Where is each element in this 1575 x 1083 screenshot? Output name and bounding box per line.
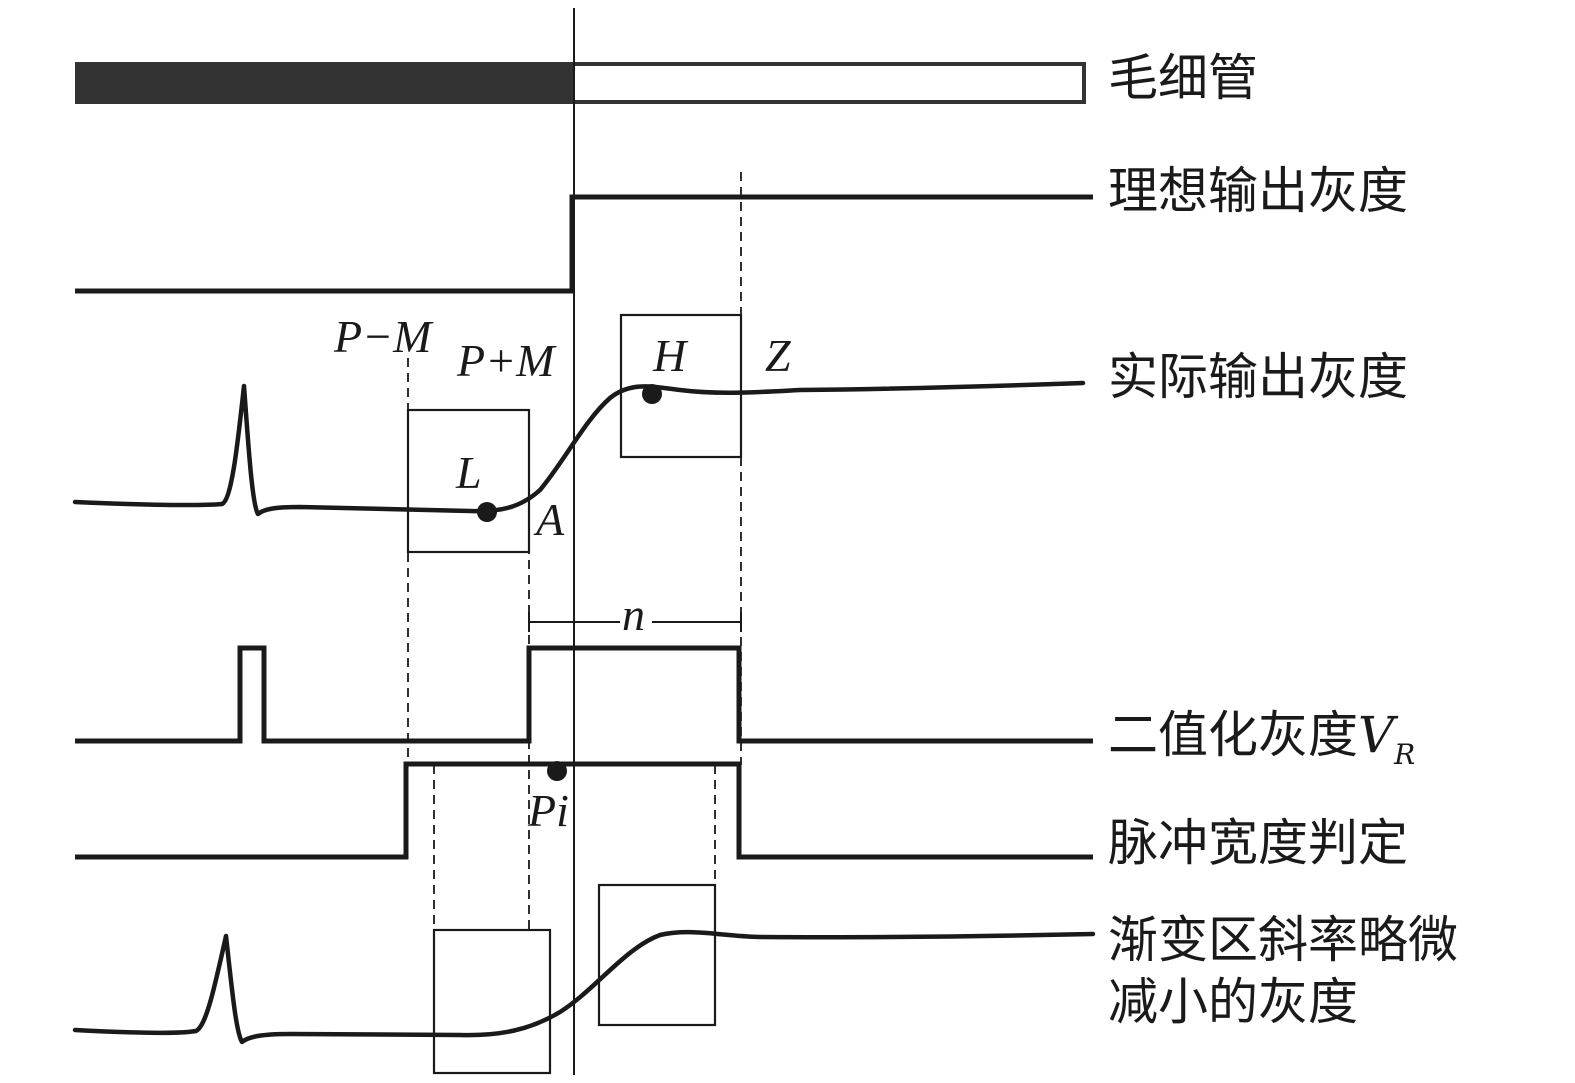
- label-ideal-output: 理想输出灰度: [1108, 162, 1408, 220]
- label-binary-gray-sub: R: [1393, 738, 1415, 771]
- mark-pi: Pi: [527, 785, 569, 836]
- label-binary-gray: 二值化灰度VR: [1108, 706, 1415, 771]
- gradient-window-high: [597, 883, 717, 1027]
- window-l: [406, 408, 531, 554]
- label-actual-output: 实际输出灰度: [1108, 348, 1408, 406]
- mark-p-plus-m: P+M: [456, 335, 557, 386]
- label-pulse-width: 脉冲宽度判定: [1108, 814, 1408, 872]
- mark-n: n: [622, 589, 645, 640]
- point-h: [642, 384, 662, 404]
- label-capillary: 毛细管: [1108, 49, 1258, 107]
- actual-output-curve: [72, 380, 1086, 517]
- mark-h: H: [652, 330, 689, 381]
- mark-l: L: [455, 447, 482, 498]
- capillary-empty-segment: [571, 62, 1086, 104]
- mark-p-minus-m: P−M: [333, 311, 434, 362]
- gradient-window-low: [432, 928, 552, 1075]
- ideal-output-signal: [75, 194, 1093, 294]
- point-l: [477, 502, 497, 522]
- window-h: [619, 313, 743, 459]
- label-gradient-line2: 减小的灰度: [1108, 973, 1358, 1031]
- reduced-slope-curve: [72, 929, 1096, 1045]
- label-binary-gray-text: 二值化灰度: [1108, 706, 1358, 764]
- label-binary-gray-var: V: [1358, 706, 1399, 764]
- binary-gray-signal: [75, 645, 1093, 744]
- pulse-width-signal: [75, 761, 1093, 860]
- label-gradient-line1: 渐变区斜率略微: [1108, 911, 1458, 969]
- mark-a: A: [533, 494, 565, 545]
- point-pi: [547, 761, 567, 781]
- capillary-filled-segment: [75, 62, 573, 104]
- mark-z: Z: [765, 330, 791, 381]
